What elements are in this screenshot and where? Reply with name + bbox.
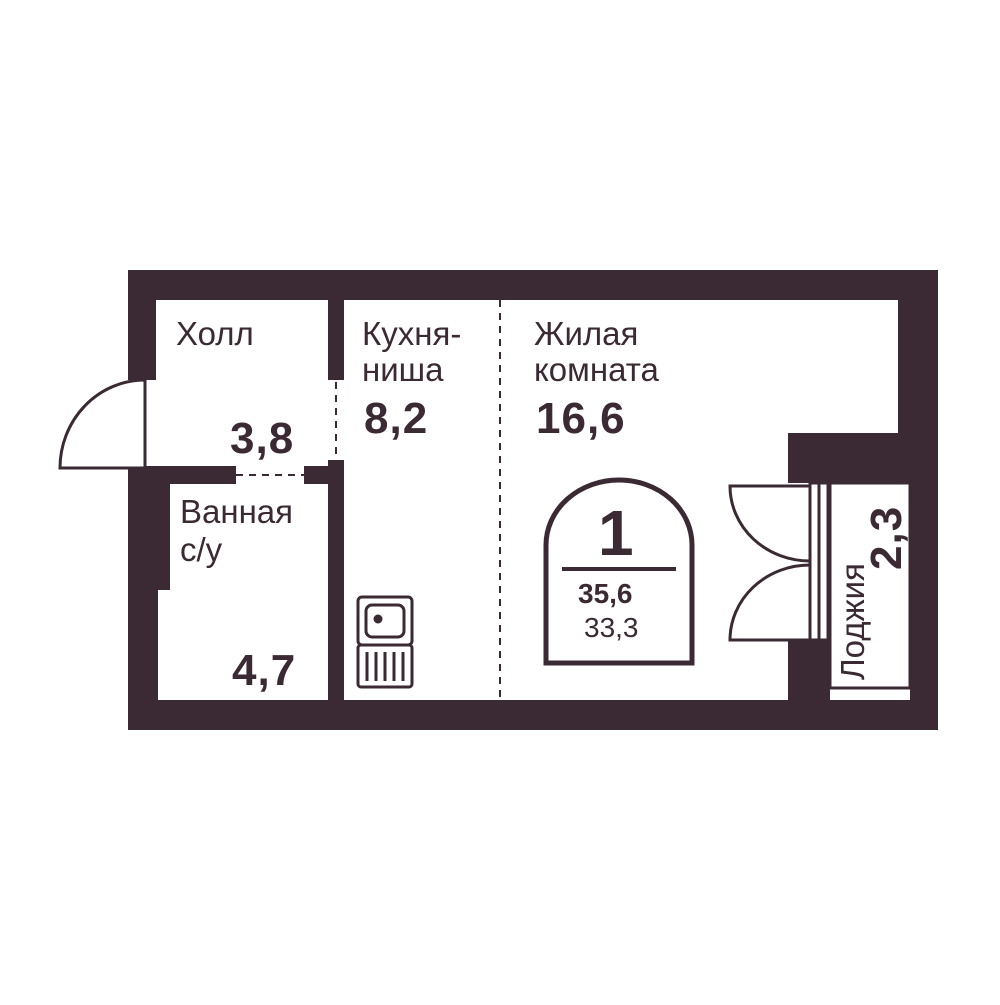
stove-icon (356, 643, 414, 689)
loggia-label: Лоджия (834, 563, 871, 680)
sink-icon (356, 595, 414, 647)
badge-room-count: 1 (598, 497, 634, 569)
badge-living-area: 33,3 (584, 612, 639, 643)
walls (128, 270, 938, 730)
living-label-line1: Жилая (534, 315, 639, 352)
zone-separators (236, 300, 501, 700)
bathroom-label-line2: с/у (180, 531, 223, 568)
badge-total-area: 35,6 (578, 578, 633, 609)
living-label-line2: комната (534, 351, 659, 388)
living-area: 16,6 (536, 394, 626, 443)
kitchen-label-line1: Кухня- (362, 315, 462, 352)
hall-label: Холл (176, 315, 254, 352)
loggia-frame (828, 481, 932, 690)
kitchen-label-line2: ниша (362, 351, 444, 388)
balcony-door-icon (728, 481, 830, 642)
bathroom-label-line1: Ванная (180, 493, 294, 530)
door-swing-icon (58, 378, 147, 470)
loggia-area: 2,3 (862, 505, 911, 570)
hall-area: 3,8 (230, 414, 295, 463)
apartment-badge (543, 477, 695, 666)
kitchen-area: 8,2 (364, 394, 429, 443)
bathroom-area: 4,7 (232, 646, 297, 695)
